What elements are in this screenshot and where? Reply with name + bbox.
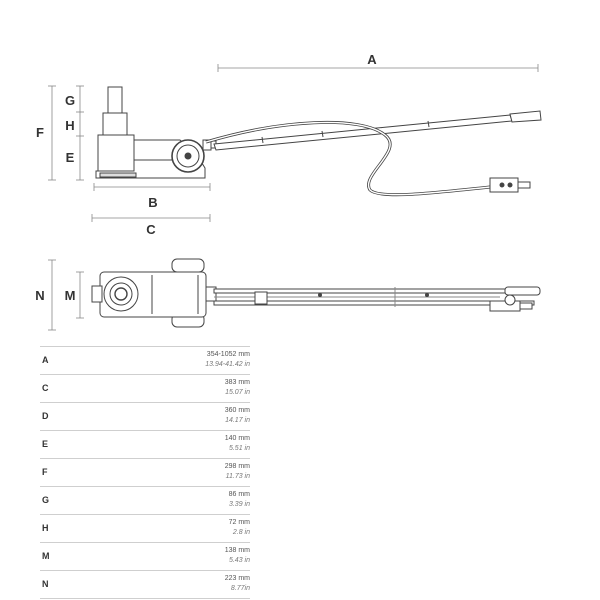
dimension-line-m	[76, 271, 84, 319]
spec-row: N 223 mm 8.77in	[40, 570, 250, 599]
label-g: G	[65, 93, 75, 108]
label-m: M	[65, 288, 76, 303]
spec-mm: 383 mm	[224, 379, 250, 386]
dimension-line-a	[217, 64, 539, 72]
dimension-line-f	[48, 85, 56, 181]
spec-mm: 138 mm	[224, 547, 250, 554]
spec-inch: 3.39 in	[228, 501, 250, 508]
top-view	[48, 258, 541, 331]
spec-values: 298 mm 11.73 in	[225, 462, 250, 482]
spec-values: 223 mm 8.77in	[225, 574, 250, 594]
spec-key: C	[42, 383, 49, 393]
spec-inch: 15.07 in	[225, 389, 250, 396]
label-n: N	[35, 288, 44, 303]
ram-top	[107, 86, 123, 114]
spec-key: D	[42, 411, 49, 421]
dimension-line-geh	[76, 85, 84, 181]
spec-row: C 383 mm 15.07 in	[40, 374, 250, 402]
spec-inch: 2.8 in	[232, 529, 250, 536]
spec-key: A	[42, 355, 49, 365]
spec-row: M 138 mm 5.43 in	[40, 542, 250, 570]
spec-values: 360 mm 14.17 in	[225, 406, 250, 426]
spec-mm: 298 mm	[224, 463, 250, 470]
spec-values: 383 mm 15.07 in	[225, 378, 250, 398]
side-view	[48, 64, 542, 222]
spec-inch: 14.17 in	[225, 417, 250, 424]
ram-middle	[102, 112, 128, 136]
spec-key: N	[42, 579, 49, 589]
spec-row: A 354-1052 mm 13.94-41.42 in	[40, 346, 250, 374]
spec-values: 86 mm 3.39 in	[229, 490, 250, 510]
spec-inch: 5.51 in	[228, 445, 250, 452]
spec-values: 140 mm 5.51 in	[225, 434, 250, 454]
spec-mm: 354-1052 mm	[206, 351, 250, 358]
top-wheel-upper	[171, 258, 205, 273]
spec-inch: 8.77in	[230, 585, 250, 592]
spec-mm: 223 mm	[224, 575, 250, 582]
label-c: C	[146, 222, 156, 237]
spec-mm: 140 mm	[224, 435, 250, 442]
label-e: E	[66, 150, 75, 165]
spec-values: 138 mm 5.43 in	[225, 546, 250, 566]
spec-key: G	[42, 495, 50, 505]
spec-mm: 72 mm	[228, 519, 250, 526]
label-f: F	[36, 125, 44, 140]
spec-row: E 140 mm 5.51 in	[40, 430, 250, 458]
dimension-line-n	[48, 259, 56, 331]
label-h: H	[65, 118, 74, 133]
cylinder-body	[97, 134, 135, 172]
spec-row: F 298 mm 11.73 in	[40, 458, 250, 486]
spec-key: F	[42, 467, 48, 477]
spec-inch: 11.73 in	[225, 473, 250, 480]
dimension-spec-table: A 354-1052 mm 13.94-41.42 in C 383 mm 15.07 i…	[40, 346, 250, 599]
spec-key: M	[42, 551, 50, 561]
spec-row: H 72 mm 2.8 in	[40, 514, 250, 542]
spec-values: 72 mm 2.8 in	[229, 518, 250, 538]
spec-inch: 5.43 in	[228, 557, 250, 564]
spec-mm: 86 mm	[228, 491, 250, 498]
spec-row: G 86 mm 3.39 in	[40, 486, 250, 514]
handle	[213, 114, 513, 151]
spec-row: D 360 mm 14.17 in	[40, 402, 250, 430]
spec-key: E	[42, 439, 49, 449]
spec-mm: 360 mm	[224, 407, 250, 414]
top-handle-lower	[213, 300, 535, 306]
dimension-line-b	[93, 183, 211, 191]
spec-inch: 13.94-41.42 in	[205, 361, 250, 368]
spec-values: 354-1052 mm 13.94-41.42 in	[205, 350, 250, 370]
label-b: B	[148, 195, 157, 210]
label-a: A	[367, 52, 377, 67]
spec-key: H	[42, 523, 49, 533]
dimension-line-c	[91, 214, 211, 222]
